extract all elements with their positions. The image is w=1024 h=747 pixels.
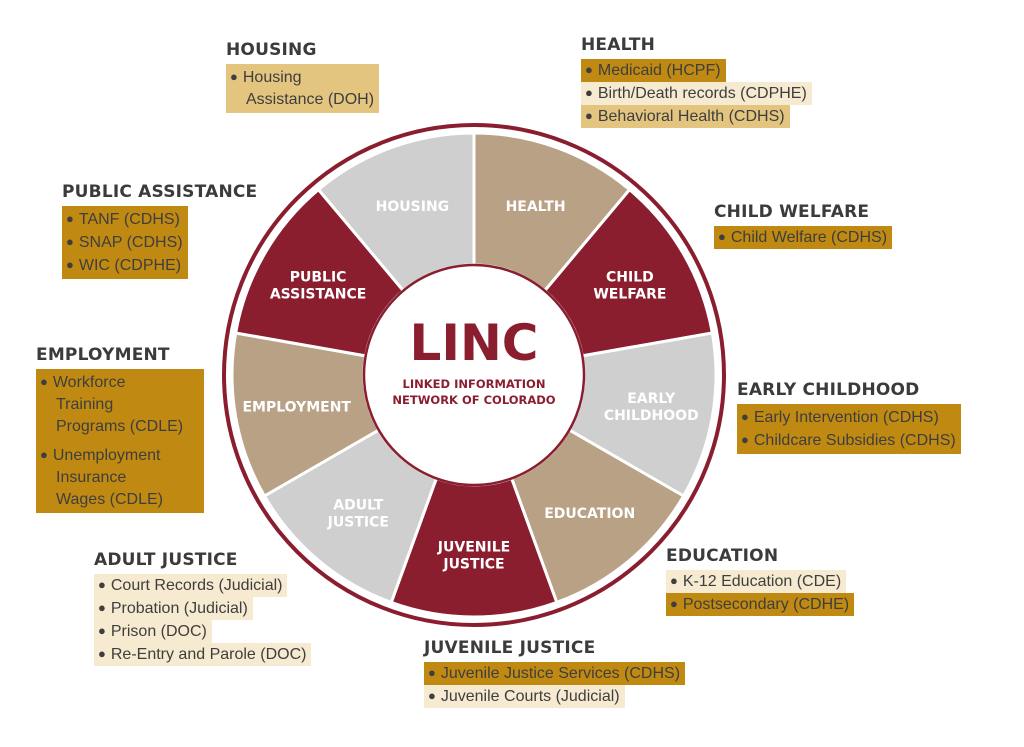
callout-housing: HOUSING ●Housing Assistance (DOH) bbox=[226, 40, 380, 113]
list-item: ●Medicaid (HCPF) bbox=[581, 59, 726, 82]
center-circle bbox=[362, 263, 586, 487]
list-item: ●Court Records (Judicial) bbox=[94, 574, 288, 597]
list-item: ●SNAP (CDHS) bbox=[66, 234, 183, 251]
list-item: ●Behavioral Health (CDHS) bbox=[581, 105, 790, 128]
list-item: ●Birth/Death records (CDPHE) bbox=[581, 82, 812, 105]
segment-label-housing: HOUSING bbox=[376, 199, 450, 215]
segment-label-health: HEALTH bbox=[506, 199, 566, 215]
callout-title: CHILD WELFARE bbox=[714, 202, 870, 222]
list-item: ●Childcare Subsidies (CDHS) bbox=[741, 432, 956, 449]
list-item: ●Juvenile Courts (Judicial) bbox=[424, 685, 625, 708]
callout-title: EMPLOYMENT bbox=[36, 345, 170, 365]
center-subtitle-line1: LINKED INFORMATION bbox=[403, 377, 546, 391]
segment-label-adult-justice: JUSTICE bbox=[327, 514, 389, 530]
list-item: Programs (CDLE) bbox=[56, 418, 184, 435]
list-item: Training bbox=[56, 396, 114, 413]
list-item: ●WIC (CDPHE) bbox=[66, 257, 182, 274]
callout-items: ●Housing Assistance (DOH) bbox=[226, 64, 380, 113]
callout-items: ●Medicaid (HCPF) ●Birth/Death records (C… bbox=[581, 59, 812, 128]
callout-title: HEALTH bbox=[581, 35, 656, 55]
segment-label-early-childhood: CHILDHOOD bbox=[604, 408, 699, 424]
list-item: ●Re-Entry and Parole (DOC) bbox=[94, 643, 312, 666]
list-item: ●Postsecondary (CDHE) bbox=[666, 593, 855, 616]
callout-items: ●Early Intervention (CDHS) ●Childcare Su… bbox=[737, 404, 961, 454]
callout-health: HEALTH ●Medicaid (HCPF) ●Birth/Death rec… bbox=[581, 35, 812, 133]
segment-label-juvenile-justice: JUVENILE bbox=[437, 540, 510, 556]
segment-label-juvenile-justice: JUSTICE bbox=[442, 557, 504, 573]
callout-education: EDUCATION ●K-12 Education (CDE) ●Postsec… bbox=[666, 546, 855, 621]
callout-title: ADULT JUSTICE bbox=[94, 550, 238, 570]
list-item: ●Workforce bbox=[40, 374, 126, 391]
list-item: Insurance bbox=[56, 469, 127, 486]
callout-items: ●Court Records (Judicial) ●Probation (Ju… bbox=[94, 574, 312, 666]
segment-label-child-welfare: WELFARE bbox=[593, 287, 666, 303]
list-item: ●Juvenile Justice Services (CDHS) bbox=[424, 662, 686, 685]
callout-public-assistance: PUBLIC ASSISTANCE ●TANF (CDHS) ●SNAP (CD… bbox=[62, 182, 257, 279]
callout-items: ●TANF (CDHS) ●SNAP (CDHS) ●WIC (CDPHE) bbox=[62, 206, 188, 279]
segment-label-public-assistance: ASSISTANCE bbox=[270, 287, 367, 303]
list-item: ●Child Welfare (CDHS) bbox=[714, 226, 893, 249]
callout-early-childhood: EARLY CHILDHOOD ●Early Intervention (CDH… bbox=[737, 380, 961, 454]
segment-label-adult-justice: ADULT bbox=[333, 497, 383, 513]
callout-items: ●Child Welfare (CDHS) bbox=[714, 226, 893, 249]
center-title: LINC bbox=[409, 314, 538, 372]
callout-items: ●K-12 Education (CDE) ●Postsecondary (CD… bbox=[666, 570, 855, 616]
callout-title: PUBLIC ASSISTANCE bbox=[62, 182, 258, 202]
list-item: ●Prison (DOC) bbox=[94, 620, 212, 643]
list-item: ●Early Intervention (CDHS) bbox=[741, 409, 939, 426]
center-subtitle-line2: NETWORK OF COLORADO bbox=[392, 393, 555, 407]
callout-title: HOUSING bbox=[226, 40, 317, 60]
list-item: ●Housing bbox=[230, 69, 302, 86]
callout-adult-justice: ADULT JUSTICE ●Court Records (Judicial) … bbox=[94, 550, 312, 671]
callout-juvenile-justice: JUVENILE JUSTICE ●Juvenile Justice Servi… bbox=[424, 638, 686, 713]
callout-child-welfare: CHILD WELFARE ●Child Welfare (CDHS) bbox=[714, 202, 893, 249]
segment-label-child-welfare: CHILD bbox=[606, 270, 654, 286]
segment-label-employment: EMPLOYMENT bbox=[242, 399, 351, 415]
list-item: Assistance (DOH) bbox=[246, 91, 375, 108]
segment-label-early-childhood: EARLY bbox=[627, 391, 676, 407]
segment-label-public-assistance: PUBLIC bbox=[290, 270, 347, 286]
callout-items: ●Workforce Training Programs (CDLE) ●Une… bbox=[36, 369, 204, 513]
callout-title: JUVENILE JUSTICE bbox=[424, 638, 596, 658]
list-item: ●Unemployment bbox=[40, 447, 161, 464]
segment-label-education: EDUCATION bbox=[544, 506, 635, 522]
list-item: ●Probation (Judicial) bbox=[94, 597, 253, 620]
list-item: Wages (CDLE) bbox=[56, 491, 163, 508]
callout-employment: EMPLOYMENT ●Workforce Training Programs … bbox=[36, 345, 204, 513]
list-item: ●K-12 Education (CDE) bbox=[666, 570, 847, 593]
callout-title: EARLY CHILDHOOD bbox=[737, 380, 920, 400]
callout-title: EDUCATION bbox=[666, 546, 779, 566]
callout-items: ●Juvenile Justice Services (CDHS) ●Juven… bbox=[424, 662, 686, 708]
list-item: ●TANF (CDHS) bbox=[66, 211, 180, 228]
